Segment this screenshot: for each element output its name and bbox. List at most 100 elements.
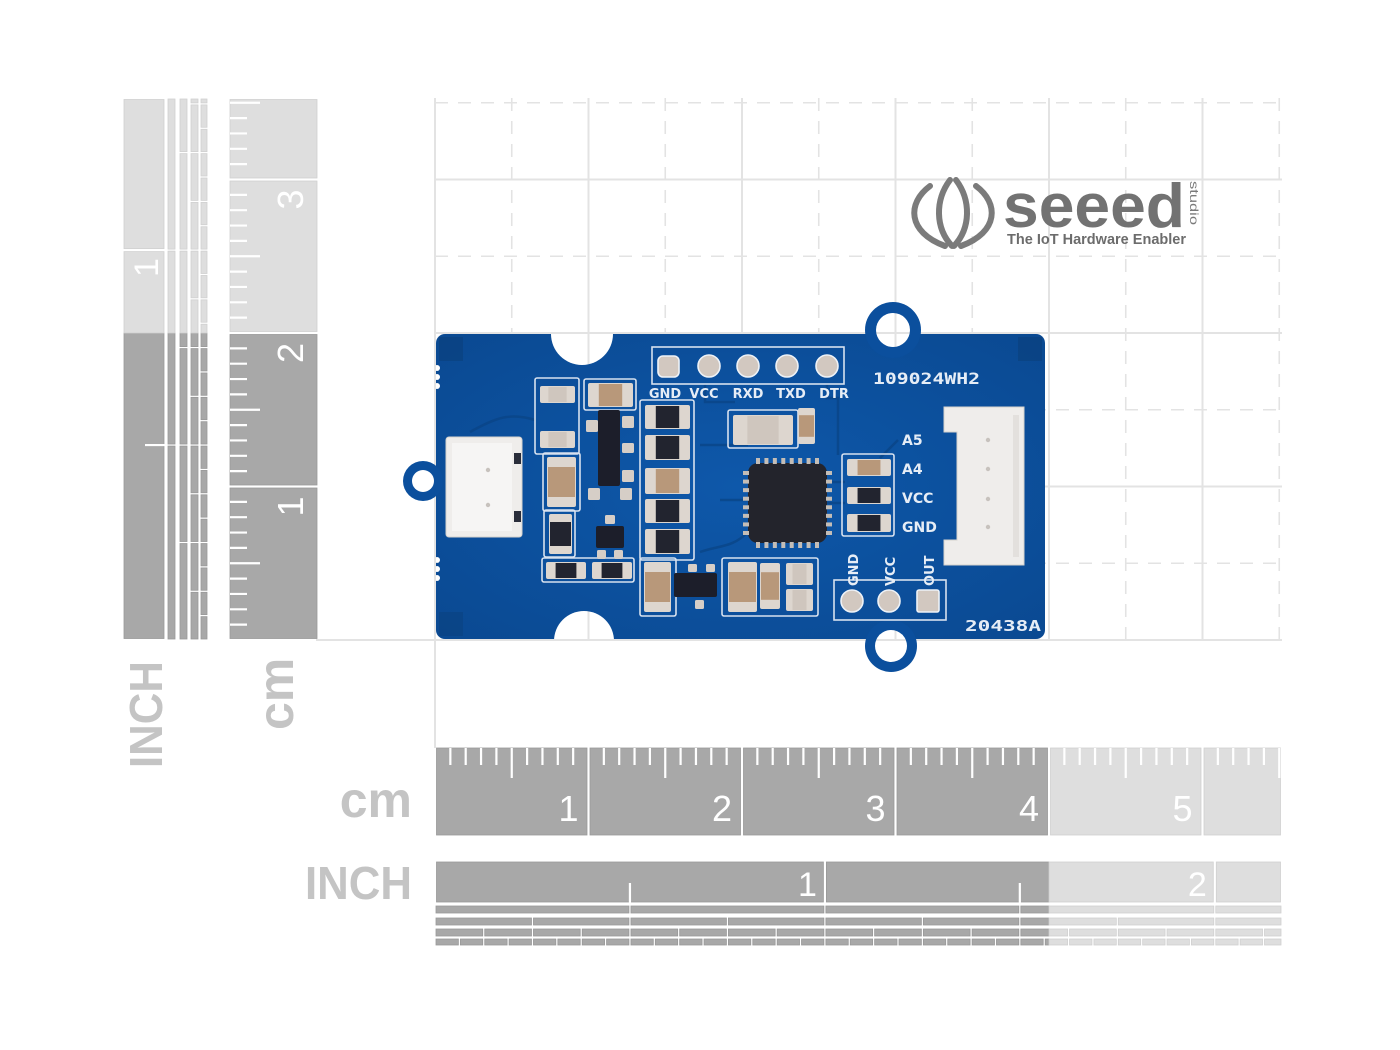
ruler-inch-subdivision-1-16 — [1215, 938, 1239, 946]
ruler-inch-subdivision-1-8 — [190, 348, 199, 396]
ruler-inch-subdivision-1-8 — [825, 928, 874, 937]
ruler-inch-subdivision-1-4 — [179, 98, 188, 153]
component-body — [655, 469, 680, 493]
logo-petal-inner-right — [951, 177, 970, 249]
smd-resistor-light — [786, 589, 813, 611]
ruler-inch-subdivision-1-16 — [898, 938, 922, 946]
ruler-inch-subdivision-1-16 — [1048, 938, 1068, 946]
ruler-inch-subdivision-1-8 — [922, 928, 971, 937]
ruler-inch-subdivision-1-16 — [200, 421, 208, 445]
component-body — [655, 500, 680, 522]
silkscreen-box — [721, 557, 819, 617]
connector-rail — [1013, 415, 1019, 557]
ruler-inch-subdivision-1-16 — [200, 372, 208, 396]
trace — [699, 531, 749, 554]
ruler-inch-subdivision-1-16 — [533, 938, 557, 946]
output-pin-label: GND — [847, 553, 862, 586]
ruler-inch-subdivision-1-4 — [435, 917, 532, 926]
ruler-inch-subdivision-1-4 — [179, 348, 188, 445]
ruler-inch-subdivision-1-16 — [200, 226, 208, 250]
ruler-inch-subdivision-1-16 — [947, 938, 971, 946]
smd-resistor-light — [540, 386, 575, 403]
pin-pad-txd — [775, 354, 799, 378]
ruler-inch-subdivision-1-2 — [167, 98, 176, 250]
silkscreen-box — [639, 399, 695, 561]
mounting-tab-bottom — [865, 620, 917, 672]
pin-pad-out — [916, 589, 940, 613]
chip-pin — [826, 479, 832, 484]
chip-pin — [781, 458, 786, 464]
chip-pin — [789, 542, 794, 548]
ruler-inch-subdivision-1-16 — [1191, 938, 1215, 946]
smd-resistor — [645, 435, 690, 460]
ruler-inch-subdivision-1-16 — [200, 299, 208, 323]
smd-ic — [596, 526, 624, 548]
chip-pin — [798, 542, 803, 548]
ruler-inch-subdivision-1-4 — [922, 917, 1020, 926]
smd-capacitor — [760, 563, 780, 609]
smd-resistor-light — [540, 431, 575, 448]
ruler-inch-subdivision-1-2 — [1215, 905, 1282, 914]
ruler-inch-subdivision-1-8 — [874, 928, 922, 937]
ruler-inch-subdivision-1-16 — [200, 128, 208, 153]
ruler-inch-subdivision-1-4 — [1020, 917, 1050, 926]
uart-header: GND VCC RXD TXD DTR — [649, 346, 849, 402]
smd-resistor — [645, 499, 690, 523]
output-pin-label: VCC — [884, 557, 899, 586]
brand-logo: seeed studio The IoT Hardware Enabler — [911, 172, 1201, 249]
horizontal-cm-unit-label: cm — [340, 772, 412, 828]
pad-metal — [706, 564, 715, 572]
brand-name: seeed — [1003, 172, 1185, 241]
component-body — [655, 530, 680, 553]
component-body — [857, 460, 881, 475]
ruler-inch-subdivision-1-16 — [825, 938, 849, 946]
ruler-inch-subdivision-1-8 — [190, 299, 199, 334]
ruler-inch-subdivision-1-8 — [190, 201, 199, 250]
trace — [469, 415, 536, 434]
component-body — [598, 384, 623, 406]
pin-pad-vcc — [697, 354, 721, 378]
smd-capacitor — [547, 457, 576, 507]
silkscreen-box — [541, 557, 635, 583]
ruler-inch-subdivision-1-16 — [200, 518, 208, 542]
ruler-inch-subdivision-1-16 — [1166, 938, 1190, 946]
ruler-inch-subdivision-1-16 — [508, 938, 532, 946]
chip-pin — [826, 531, 832, 535]
chip-pin — [806, 458, 811, 464]
ruler-inch-subdivision-1-2 — [825, 905, 1020, 914]
smd-resistor-light — [733, 415, 793, 445]
chip-pin — [743, 531, 749, 535]
solder-pad — [688, 564, 697, 572]
ruler-inch-subdivision-1-4 — [630, 917, 727, 926]
ruler-inch-subdivision-1-16 — [200, 201, 208, 226]
ruler-label-cm: 1 — [270, 497, 311, 517]
ruler-label-cm: 5 — [1172, 788, 1192, 829]
ruler-inch-subdivision-1-4 — [1048, 917, 1117, 926]
connector-pin — [985, 496, 991, 502]
connector-pin — [485, 502, 491, 508]
pad-metal — [586, 420, 598, 432]
ic-body — [596, 526, 624, 548]
ruler-inch-subdivision-1-16 — [630, 938, 654, 946]
chip-pin — [826, 471, 832, 475]
connector-pin — [985, 466, 991, 472]
component-body — [550, 522, 571, 546]
ruler-inch-subdivision-1-16 — [1142, 938, 1166, 946]
ruler-inch-subdivision-1-16 — [581, 938, 605, 946]
ruler-cm-cell — [1203, 747, 1281, 836]
ruler-inch-subdivision-1-2 — [1020, 905, 1050, 914]
ruler-inch-subdivision-1-16 — [874, 938, 898, 946]
logo-petal-outer-right — [958, 183, 995, 249]
brand-tagline: The IoT Hardware Enabler — [1007, 231, 1186, 248]
smd-resistor — [847, 514, 891, 532]
ruler-label-cm: 1 — [558, 788, 578, 829]
component-body — [799, 415, 814, 437]
ruler-label-inch: 1 — [798, 866, 817, 904]
solder-pad — [706, 564, 715, 572]
trace — [703, 384, 735, 404]
ruler-inch-subdivision-1-8 — [1069, 928, 1117, 937]
ruler-inch-cell — [123, 251, 165, 334]
smd-ic — [598, 410, 620, 486]
ic-body — [674, 573, 717, 597]
